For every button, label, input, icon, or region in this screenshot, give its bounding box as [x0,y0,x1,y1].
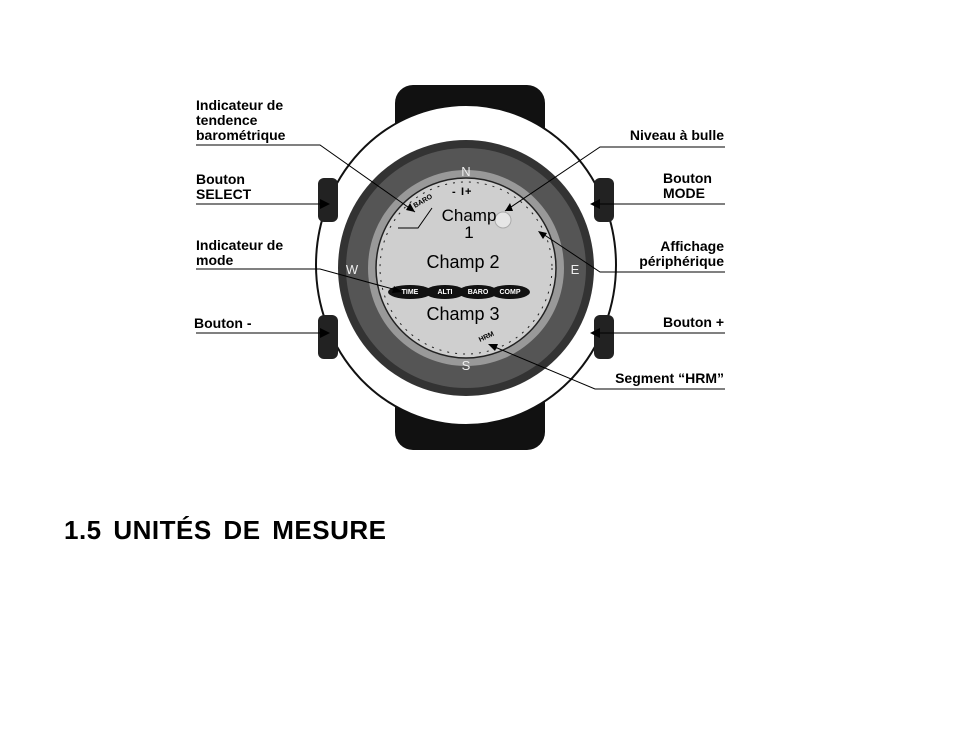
select-button-shape[interactable] [318,178,338,222]
compass-west: W [346,262,359,277]
section-title: 1.5 UNITÉS DE MESURE [64,515,387,545]
field-3: Champ 3 [426,304,499,324]
leader-hrm [489,344,725,390]
arrow-mode-indicator [392,286,402,293]
label-baro-trend: Indicateur de tendence barométrique [196,97,286,143]
arrow-minus [320,328,330,338]
field-1-line-2: 1 [464,223,473,242]
mode-tab-alti-shape [425,285,465,299]
trend-minus: - [452,186,456,198]
compass-east: E [571,262,580,277]
field-1-line-1: Champ [442,206,497,225]
watch-diagram: N E S W BARO - I + Champ 1 Champ 2 Champ… [194,85,725,450]
plus-button-shape[interactable] [594,315,614,359]
label-peripheral-display: Affichage périphérique [639,238,724,269]
peripheral-ring [379,181,553,355]
label-select-button: Bouton SELECT [196,171,252,202]
arrow-peripheral [538,231,547,239]
compass-south: S [462,358,471,373]
label-minus-button: Bouton - [194,315,252,331]
mode-tabs: TIME ALTI BARO COMP [388,285,530,299]
leader-lines [196,144,725,390]
mode-tab-time: TIME [402,289,419,296]
watch-illustration: N E S W BARO - I + Champ 1 Champ 2 Champ… [196,85,725,450]
mode-tab-comp: COMP [500,289,521,296]
label-hrm-segment: Segment “HRM” [615,370,724,386]
mode-tab-comp-shape [490,285,530,299]
leader-baro-trend [196,144,416,213]
label-mode-button: Bouton MODE [663,170,712,201]
trend-graph [398,207,433,229]
mode-tab-time-shape [388,285,432,299]
arrow-select [320,199,330,209]
trend-plus: + [465,186,471,198]
bubble-level-dot [494,211,512,229]
label-bubble-level: Niveau à bulle [629,127,724,143]
mode-tab-baro: BARO [468,289,489,296]
leader-mode-indicator [196,268,401,292]
leader-bubble-level [504,146,725,212]
arrow-baro-trend [406,203,415,212]
label-plus-button: Bouton + [662,314,724,330]
mode-tab-baro-shape [458,285,498,299]
field-2: Champ 2 [426,252,499,272]
compass-north: N [461,164,470,179]
arrow-bubble-level [505,203,513,211]
label-mode-indicator: Indicateur de mode [196,237,284,268]
leader-arrowheads [320,199,600,351]
trend-bar: I [461,186,464,198]
arrow-hrm [488,344,498,351]
arrow-plus [590,328,600,338]
arrow-mode [590,199,600,209]
mode-tab-alti: ALTI [437,289,452,296]
minus-button-shape[interactable] [318,315,338,359]
mode-button-shape[interactable] [594,178,614,222]
leader-peripheral [539,231,725,273]
